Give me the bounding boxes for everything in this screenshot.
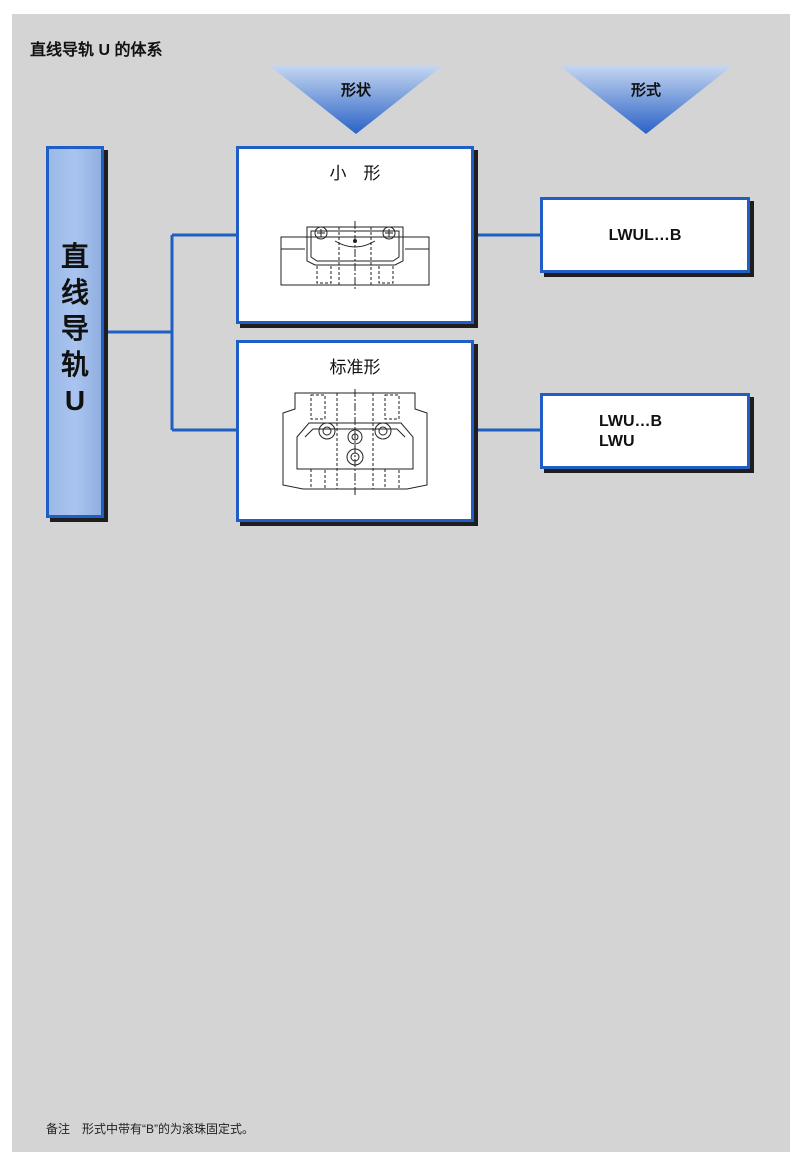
model-box-standard: LWU…B LWU xyxy=(540,393,750,469)
shape-header: 形状 xyxy=(270,66,442,134)
standard-block-drawing xyxy=(282,389,428,497)
shape-label-standard: 标准形 xyxy=(329,358,381,377)
shape-box-standard: 标准形 xyxy=(236,340,474,522)
form-header: 形式 xyxy=(560,66,732,134)
down-arrow-icon xyxy=(560,66,732,134)
root-label: 直线导轨 U xyxy=(60,241,89,416)
form-header-label: 形式 xyxy=(630,82,661,99)
shape-box-small: 小 形 xyxy=(236,146,474,324)
down-arrow-icon xyxy=(270,66,442,134)
shape-header-label: 形状 xyxy=(340,82,371,99)
model-box-small: LWUL…B xyxy=(540,197,750,273)
page-title: 直线导轨 U 的体系 xyxy=(30,42,163,59)
root-node: 直线导轨 U xyxy=(46,146,104,518)
small-block-drawing xyxy=(280,221,430,289)
model-label: LWUL…B xyxy=(608,227,682,244)
model-label: LWU…B xyxy=(599,413,663,430)
shape-label-small: 小 形 xyxy=(329,164,381,183)
footnote: 备注 形式中带有“B”的为滚珠固定式。 xyxy=(46,1122,254,1136)
model-label: LWU xyxy=(599,433,635,450)
